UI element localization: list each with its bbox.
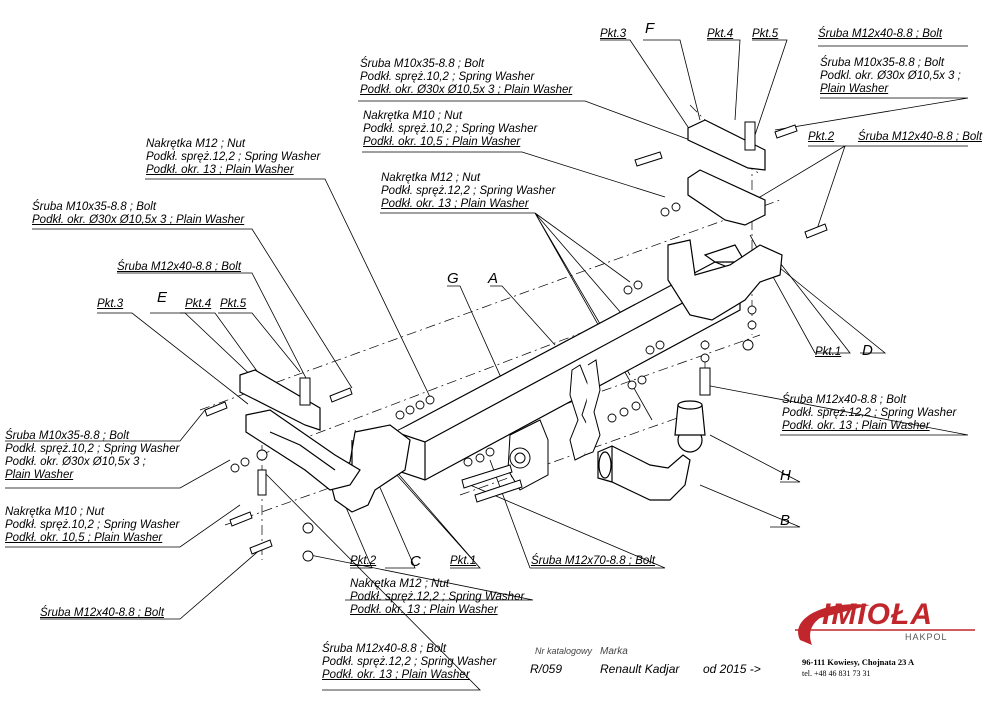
- callout-left-bolt-washer: Śruba M10x35-8.8 ; Bolt Podkł. okr. Ø30x…: [32, 201, 244, 227]
- catalog-number: R/059: [530, 662, 563, 676]
- pkt4-left-label: Pkt.4: [185, 298, 212, 310]
- nuts-and-washers: [230, 202, 757, 562]
- callout-line: Śruba M12x40-8.8 ; Bolt: [322, 643, 447, 655]
- right-top-plate: [687, 119, 766, 226]
- callout-bottom-nut-m12: Nakrętka M12 ; Nut Podkł. spręż.12,2 ; S…: [350, 578, 524, 617]
- callout-line: Podkł. spręż.12,2 ; Spring Washer: [146, 151, 321, 163]
- callout-line: Nakrętka M12 ; Nut: [381, 172, 481, 184]
- callout-left-lower-bolt-washer: Śruba M10x35-8.8 ; Bolt Podkł. spręż.10,…: [5, 430, 179, 482]
- make-label: Marka: [600, 646, 628, 657]
- part-letter-d: D: [862, 342, 873, 359]
- callout-line: Śruba M10x35-8.8 ; Bolt: [360, 58, 485, 70]
- callout-bottom-bolt-m12x70: Śruba M12x70-8.8 ; Bolt: [531, 555, 656, 567]
- callout-line: Podkł. spręż.10,2 ; Spring Washer: [363, 123, 538, 135]
- callout-line: Nakrętka M12 ; Nut: [350, 578, 450, 590]
- callout-line: Plain Washer: [820, 83, 889, 95]
- callout-left-bolt-m12: Śruba M12x40-8.8 ; Bolt: [117, 261, 242, 273]
- callout-line: Podkł. okr. 13 ; Plain Washer: [350, 604, 498, 616]
- callout-line: Śruba M12x40-8.8 ; Bolt: [782, 394, 907, 406]
- part-letter-e: E: [157, 289, 168, 306]
- callout-right-bolt-washer: Śruba M10x35-8.8 ; Bolt Podkl. okr. Ø30x…: [820, 57, 961, 96]
- callout-line: Nakrętka M10 ; Nut: [5, 506, 105, 518]
- callout-line: Podkł. okr. 10,5 ; Plain Washer: [5, 532, 163, 544]
- callout-line: Podkł. okr. Ø30x Ø10,5x 3 ;: [5, 456, 146, 468]
- callout-line: Śruba M10x35-8.8 ; Bolt: [820, 57, 945, 69]
- callout-bottom-bolt-washer: Śruba M12x40-8.8 ; Bolt Podkł. spręż.12,…: [322, 643, 496, 682]
- callout-line: Podkł. okr. Ø30x Ø10,5x 3 ; Plain Washer: [32, 214, 245, 226]
- callout-line: Podkł. okr. 13 ; Plain Washer: [322, 669, 470, 681]
- company-phone: tel. +48 46 831 73 31: [802, 669, 871, 678]
- part-letter-f: F: [645, 20, 655, 37]
- tow-ball-neck: [597, 445, 691, 501]
- tow-ball: [674, 400, 706, 453]
- company-sub-brand: HAKPOL: [905, 632, 948, 642]
- callout-left-lower-nut-m10: Nakrętka M10 ; Nut Podkł. spręż.10,2 ; S…: [5, 506, 179, 545]
- pkt3-top-label: Pkt.3: [600, 28, 627, 40]
- callout-line: Podkł. spręż.12,2 ; Spring Washer: [782, 407, 957, 419]
- callout-line: Podkł. spręż.12,2 ; Spring Washer: [381, 185, 556, 197]
- vehicle-model: Renault Kadjar: [600, 662, 680, 676]
- pkt5-left-label: Pkt.5: [220, 298, 247, 310]
- callout-line: Podkł. spręż.12,2 ; Spring Washer: [322, 656, 497, 668]
- vehicle-year: od 2015 ->: [703, 662, 761, 676]
- callout-line: Śruba M10x35-8.8 ; Bolt: [5, 430, 130, 442]
- pkt2-top-label: Pkt.2: [808, 131, 835, 143]
- callout-top-nut-m10: Nakrętka M10 ; Nut Podkł. spręż.10,2 ; S…: [363, 110, 537, 149]
- callout-top-bolt-washer: Śruba M10x35-8.8 ; Bolt Podkł. spręż.10,…: [360, 58, 572, 97]
- pkt1-bottom-label: Pkt.1: [450, 555, 477, 567]
- part-letter-a: A: [488, 270, 499, 287]
- pkt1-right-label: Pkt.1: [815, 346, 842, 358]
- callout-line: Nakrętka M12 ; Nut: [146, 138, 246, 150]
- callout-line: Podkł. spręż.12,2 ; Spring Washer: [350, 591, 525, 603]
- pkt2-bottom-label: Pkt.2: [350, 555, 377, 567]
- callout-line: Podkł. spręż.10,2 ; Spring Washer: [360, 71, 535, 83]
- bolts: [204, 121, 828, 555]
- catalog-number-label: Nr katalogowy: [535, 646, 593, 656]
- callout-line: Nakrętka M10 ; Nut: [363, 110, 463, 122]
- callout-line: Podkl. okr. Ø30x Ø10,5x 3 ;: [820, 70, 961, 82]
- callout-right-mid-bolt: Śruba M12x40-8.8 ; Bolt: [858, 131, 983, 143]
- leader-lines: [5, 39, 969, 691]
- company-logo: IMIOŁA: [822, 598, 933, 631]
- right-side-bracket: [667, 239, 783, 321]
- callout-line: Podkł. okr. Ø30x Ø10,5x 3 ; Plain Washer: [360, 84, 573, 96]
- callout-right-top-bolt: Śruba M12x40-8.8 ; Bolt: [818, 28, 943, 40]
- callout-line: Podkł. okr. 13 ; Plain Washer: [146, 164, 294, 176]
- part-letter-b: B: [780, 512, 791, 529]
- pkt3-left-label: Pkt.3: [97, 298, 124, 310]
- callout-line: Podkł. spręż.10,2 ; Spring Washer: [5, 443, 180, 455]
- callout-line: Podkł. okr. 10,5 ; Plain Washer: [363, 136, 521, 148]
- center-bracket: [569, 359, 601, 461]
- left-top-plate: [239, 369, 361, 491]
- part-letter-g: G: [447, 270, 459, 287]
- callout-line: Podkł. spręż.10,2 ; Spring Washer: [5, 519, 180, 531]
- company-address: 96-111 Kowiesy, Chojnata 23 A: [802, 657, 915, 667]
- logo-swoosh: [795, 604, 975, 645]
- pkt4-top-label: Pkt.4: [707, 28, 734, 40]
- callout-right-lower: Śruba M12x40-8.8 ; Bolt Podkł. spręż.12,…: [782, 394, 956, 433]
- part-letter-h: H: [780, 467, 791, 484]
- callout-line: Podkł. okr. 13 ; Plain Washer: [381, 198, 529, 210]
- callout-line: Podkł. okr. 13 ; Plain Washer: [782, 420, 930, 432]
- callout-top-nut-m12: Nakrętka M12 ; Nut Podkł. spręż.12,2 ; S…: [381, 172, 555, 211]
- callout-line: Śruba M10x35-8.8 ; Bolt: [32, 201, 157, 213]
- callout-left-bottom-bolt: Śruba M12x40-8.8 ; Bolt: [40, 607, 165, 619]
- callout-left-nut-m12: Nakrętka M12 ; Nut Podkł. spręż.12,2 ; S…: [146, 138, 320, 177]
- callout-line: Plain Washer: [5, 469, 74, 481]
- socket-plate: [507, 419, 549, 491]
- pkt5-top-label: Pkt.5: [752, 28, 779, 40]
- part-letter-c: C: [410, 553, 421, 570]
